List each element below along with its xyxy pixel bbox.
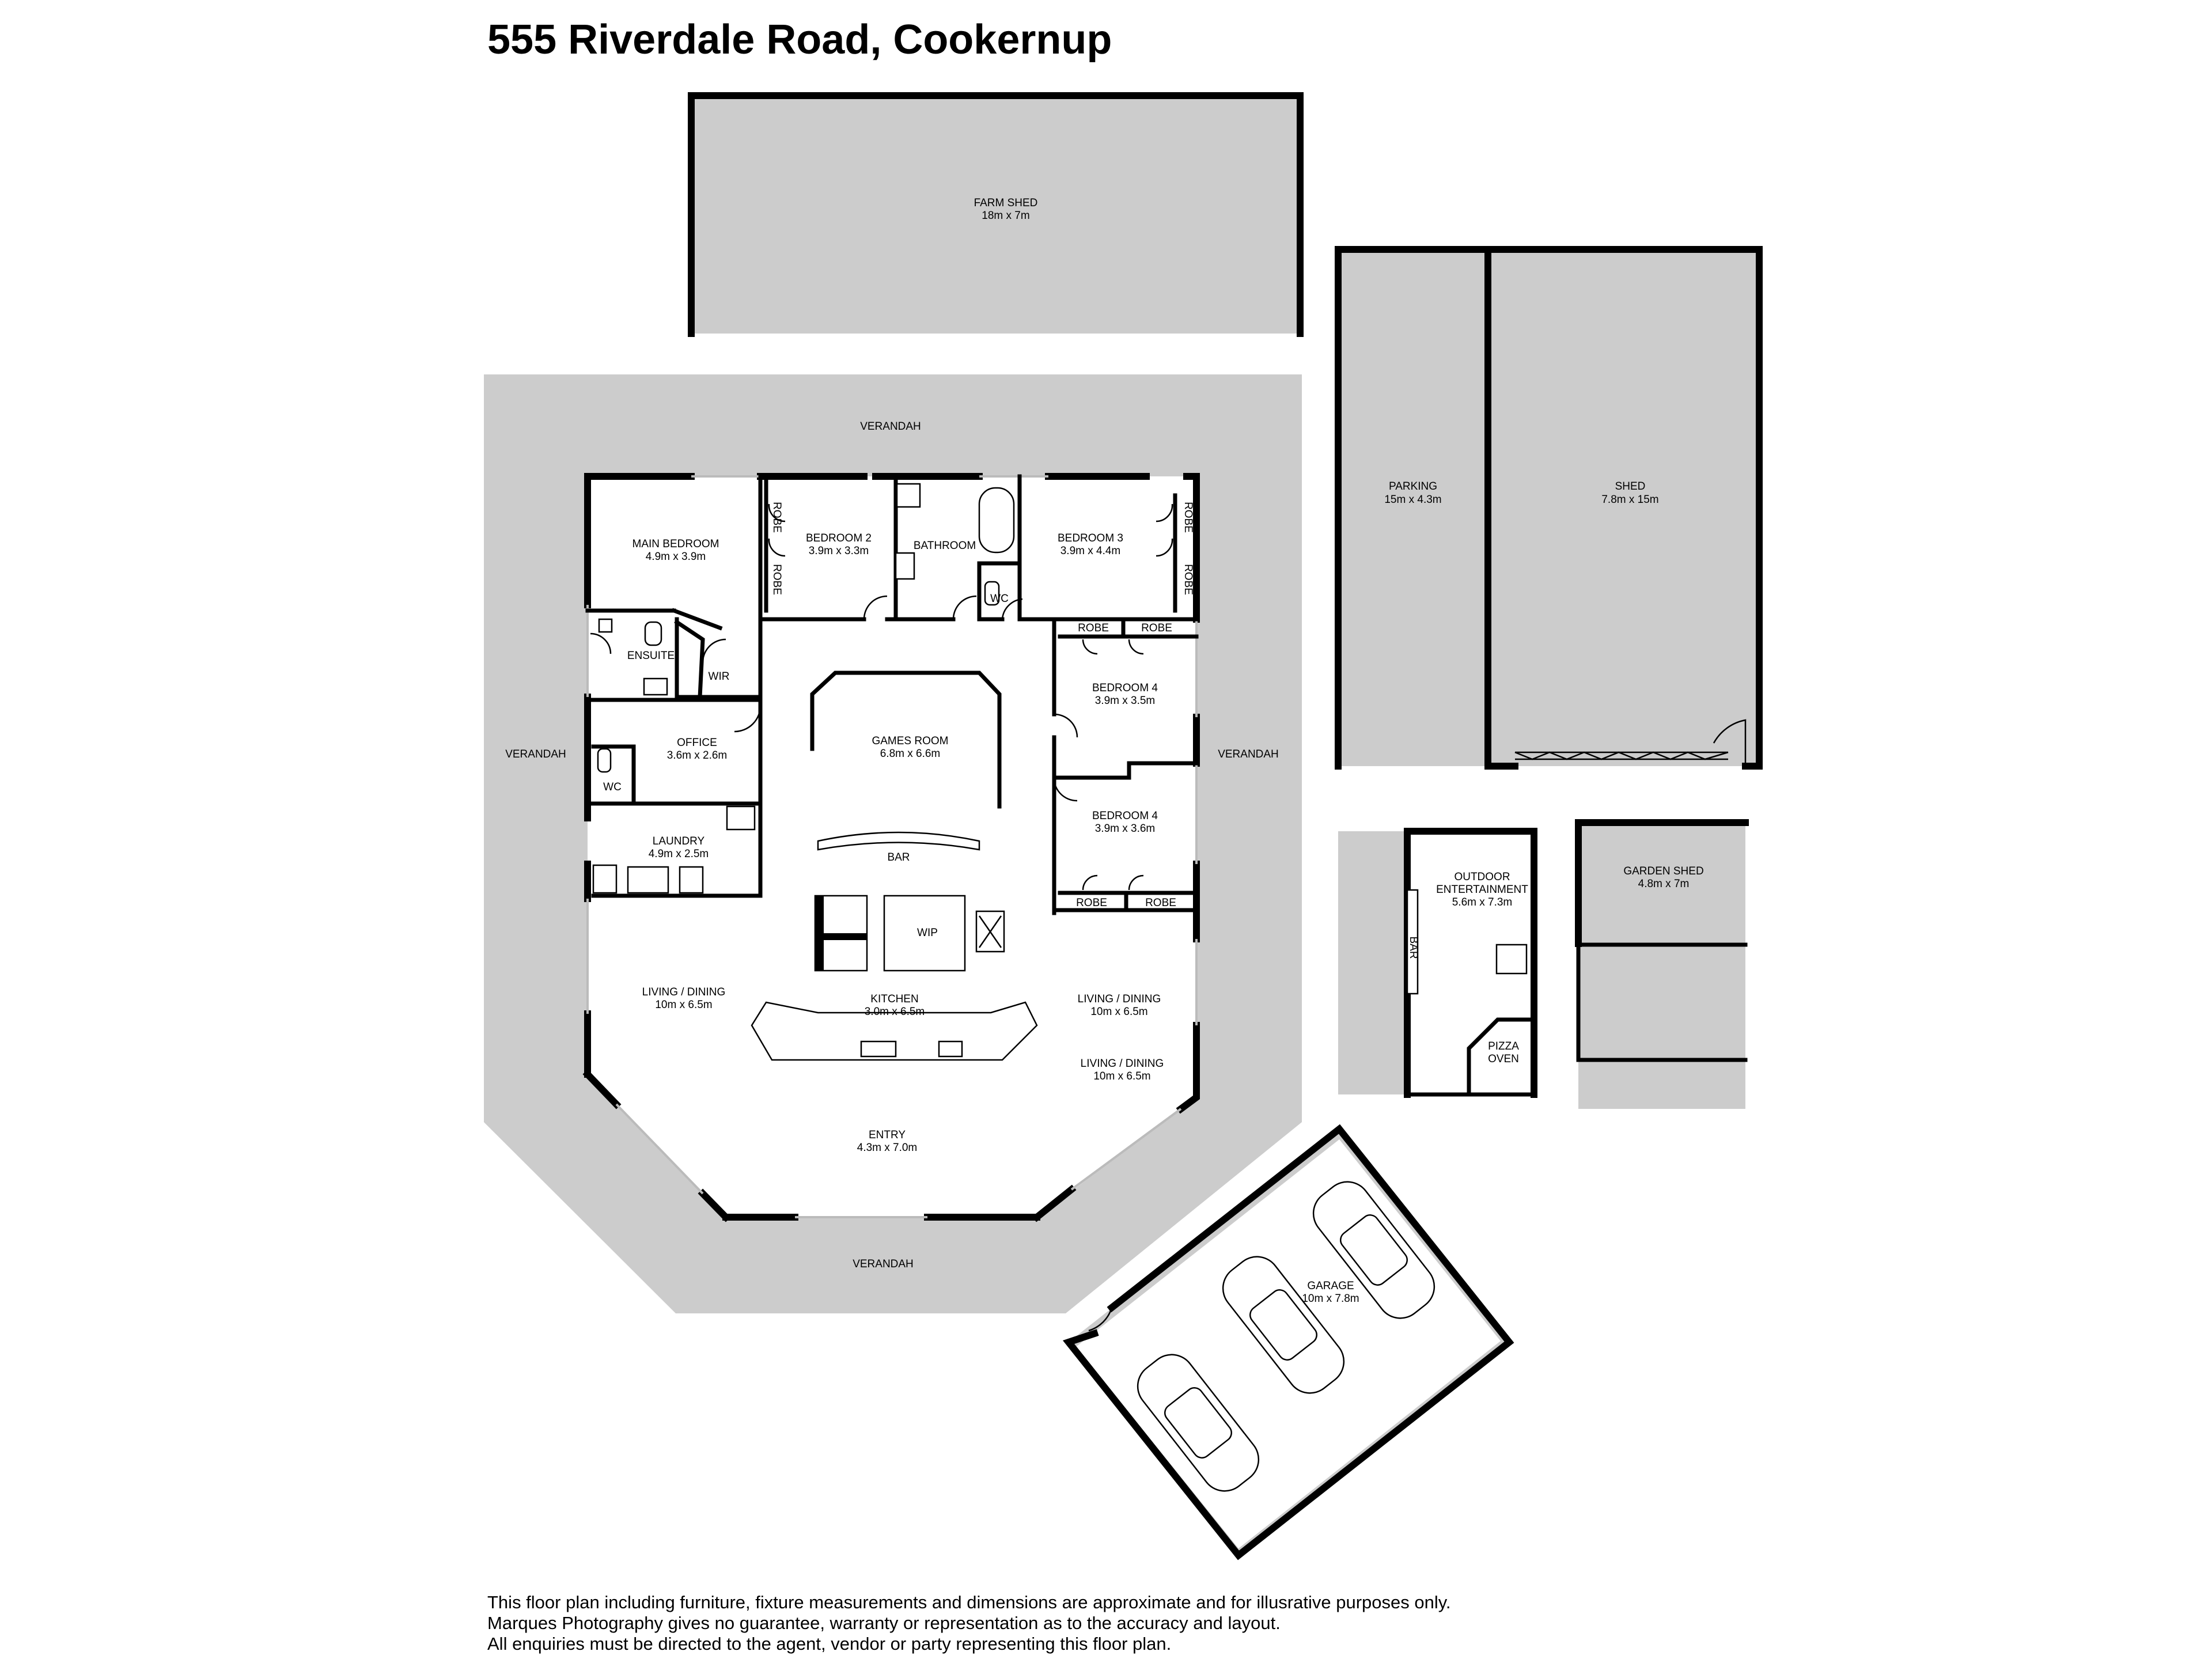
garden-shed-label: GARDEN SHED bbox=[1623, 865, 1703, 877]
entry-dims: 4.3m x 7.0m bbox=[857, 1142, 918, 1154]
bedroom-3-dims: 3.9m x 4.4m bbox=[1060, 545, 1121, 557]
page-title: 555 Riverdale Road, Cookernup bbox=[487, 17, 1112, 63]
bar-label: BAR bbox=[887, 851, 910, 863]
living-dining-right-2-dims: 10m x 6.5m bbox=[1093, 1070, 1150, 1082]
outdoor-entertainment-label-2: ENTERTAINMENT bbox=[1436, 884, 1528, 896]
verandah-left-label: VERANDAH bbox=[505, 748, 566, 760]
living-dining-right-1-label: LIVING / DINING bbox=[1078, 993, 1161, 1005]
disclaimer-line: All enquiries must be directed to the ag… bbox=[487, 1634, 1172, 1654]
laundry-label: LAUNDRY bbox=[653, 835, 705, 847]
garage-dims: 10m x 7.8m bbox=[1302, 1293, 1359, 1305]
living-dining-right-2-label: LIVING / DINING bbox=[1081, 1058, 1164, 1070]
parking-and-shed: PARKING 15m x 4.3m SHED 7.8m x 15m bbox=[1335, 246, 1763, 770]
bedroom-4-upper-dims: 3.9m x 3.5m bbox=[1095, 695, 1156, 707]
verandah-top-label: VERANDAH bbox=[860, 421, 921, 433]
office-label: OFFICE bbox=[677, 737, 717, 749]
robe-label: ROBE bbox=[771, 502, 783, 533]
house: MAIN BEDROOM 4.9m x 3.9m BEDROOM 2 3.9m … bbox=[582, 473, 1200, 1222]
pizza-oven-label-2: OVEN bbox=[1488, 1053, 1519, 1065]
robe-label: ROBE bbox=[1078, 622, 1109, 634]
car bbox=[1137, 1354, 1260, 1492]
car bbox=[1312, 1181, 1435, 1319]
living-dining-left-dims: 10m x 6.5m bbox=[655, 999, 712, 1011]
farm-shed: FARM SHED 18m x 7m bbox=[688, 92, 1304, 337]
robe-label: ROBE bbox=[1182, 502, 1194, 533]
living-dining-left-label: LIVING / DINING bbox=[642, 986, 726, 998]
bedroom-4-lower-dims: 3.9m x 3.6m bbox=[1095, 823, 1156, 835]
shed-label: SHED bbox=[1615, 480, 1646, 493]
bedroom-4-lower-label: BEDROOM 4 bbox=[1092, 810, 1158, 822]
verandah-right-label: VERANDAH bbox=[1218, 748, 1279, 760]
disclaimer: This floor plan including furniture, fix… bbox=[487, 1592, 1451, 1654]
outdoor-entertainment-dims: 5.6m x 7.3m bbox=[1452, 896, 1513, 908]
farm-shed-label: FARM SHED bbox=[974, 197, 1038, 209]
disclaimer-line: Marques Photography gives no guarantee, … bbox=[487, 1613, 1281, 1633]
robe-label: ROBE bbox=[1145, 897, 1176, 909]
bedroom-2-label: BEDROOM 2 bbox=[806, 532, 872, 544]
garden-shed: GARDEN SHED 4.8m x 7m bbox=[1575, 819, 1749, 1109]
garden-shed-dims: 4.8m x 7m bbox=[1638, 878, 1690, 890]
living-dining-right-1-dims: 10m x 6.5m bbox=[1090, 1006, 1147, 1018]
entry-label: ENTRY bbox=[869, 1129, 906, 1141]
verandah-bottom-label: VERANDAH bbox=[853, 1258, 914, 1270]
main-bedroom-dims: 4.9m x 3.9m bbox=[646, 551, 706, 563]
farm-shed-dims: 18m x 7m bbox=[982, 210, 1029, 222]
pizza-oven-label-1: PIZZA bbox=[1488, 1040, 1519, 1052]
bedroom-2-dims: 3.9m x 3.3m bbox=[809, 545, 869, 557]
wip-label: WIP bbox=[917, 927, 938, 939]
office-dims: 3.6m x 2.6m bbox=[667, 749, 728, 762]
parking-dims: 15m x 4.3m bbox=[1384, 494, 1441, 506]
parking-label: PARKING bbox=[1389, 480, 1437, 493]
main-bedroom-label: MAIN BEDROOM bbox=[632, 538, 719, 550]
wc-bath-label: WC bbox=[990, 593, 1009, 605]
outdoor-entertainment: OUTDOOR ENTERTAINMENT 5.6m x 7.3m BAR PI… bbox=[1338, 828, 1537, 1098]
games-room-dims: 6.8m x 6.6m bbox=[880, 748, 941, 760]
robe-label: ROBE bbox=[771, 564, 783, 595]
wc-office-label: WC bbox=[603, 781, 622, 793]
robe-label: ROBE bbox=[1076, 897, 1107, 909]
outdoor-entertainment-label-1: OUTDOOR bbox=[1454, 871, 1510, 883]
disclaimer-line: This floor plan including furniture, fix… bbox=[487, 1592, 1451, 1612]
outdoor-bar-label: BAR bbox=[1407, 936, 1419, 959]
robe-label: ROBE bbox=[1141, 622, 1172, 634]
wir-label: WIR bbox=[709, 671, 730, 683]
laundry-dims: 4.9m x 2.5m bbox=[649, 848, 709, 860]
bedroom-3-label: BEDROOM 3 bbox=[1058, 532, 1123, 544]
kitchen-label: KITCHEN bbox=[870, 993, 918, 1005]
ensuite-label: ENSUITE bbox=[627, 650, 675, 662]
bedroom-4-upper-label: BEDROOM 4 bbox=[1092, 682, 1158, 694]
robe-label: ROBE bbox=[1182, 564, 1194, 595]
garage: GARAGE 10m x 7.8m bbox=[1062, 1124, 1514, 1560]
kitchen-dims: 3.0m x 6.5m bbox=[865, 1006, 925, 1018]
garage-label: GARAGE bbox=[1307, 1280, 1354, 1292]
games-room-label: GAMES ROOM bbox=[872, 735, 948, 747]
car bbox=[1222, 1256, 1345, 1394]
shed-dims: 7.8m x 15m bbox=[1601, 494, 1658, 506]
bathroom-label: BATHROOM bbox=[914, 540, 976, 552]
